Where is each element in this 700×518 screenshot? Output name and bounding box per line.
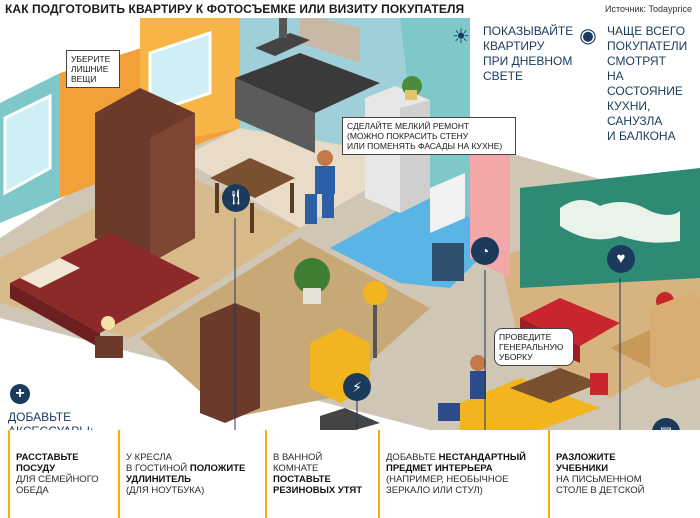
- tip-text: ДОБАВЬТЕ: [386, 452, 436, 463]
- tip-bold: ПРЕДМЕТ ИНТЕРЬЕРА: [386, 463, 493, 474]
- callout-line: УБОРКУ: [499, 352, 533, 362]
- tip-bold: ПОЛОЖИТЕ: [189, 463, 246, 474]
- buyers-tip: ЧАЩЕ ВСЕГО ПОКУПАТЕЛИ СМОТРЯТ НА СОСТОЯН…: [607, 24, 700, 144]
- tip-line: ПОКАЗЫВАЙТЕ: [483, 24, 574, 38]
- bath-cabinet: [432, 243, 464, 281]
- cleaning-person: [470, 355, 486, 371]
- tip-bold: РАЗЛОЖИТЕ: [556, 452, 616, 463]
- tip-bold: ПОСТАВЬТЕ: [273, 474, 331, 485]
- callout-line: УБЕРИТЕ: [71, 54, 111, 64]
- living-shelf: [200, 303, 260, 423]
- tip-line: ПОКУПАТЕЛИ: [607, 39, 688, 53]
- callout-line: (МОЖНО ПОКРАСИТЬ СТЕНУ: [347, 131, 469, 141]
- tip-line: СВЕТЕ: [483, 69, 524, 83]
- tip-unusual-item: ДОБАВЬТЕ НЕСТАНДАРТНЫЙ ПРЕДМЕТ ИНТЕРЬЕРА…: [378, 430, 540, 518]
- tip-dishes: РАССТАВЬТЕ ПОСУДУ ДЛЯ СЕМЕЙНОГО ОБЕДА: [8, 430, 113, 518]
- sun-icon: ☀︎: [452, 26, 470, 48]
- page-title: КАК ПОДГОТОВИТЬ КВАРТИРУ К ФОТОСЪЕМКЕ ИЛ…: [5, 2, 465, 16]
- bottom-tips: РАССТАВЬТЕ ПОСУДУ ДЛЯ СЕМЕЙНОГО ОБЕДА У …: [0, 430, 700, 518]
- callout-line: ЛИШНИЕ: [71, 64, 109, 74]
- tip-line: КВАРТИРУ: [483, 39, 545, 53]
- tip-line: ЧАЩЕ ВСЕГО: [607, 24, 686, 38]
- tip-textbooks: РАЗЛОЖИТЕ УЧЕБНИКИ НА ПИСЬМЕННОМ СТОЛЕ В…: [548, 430, 698, 518]
- tip-text: (НАПРИМЕР, НЕОБЫЧНОЕ: [386, 474, 509, 485]
- tip-text: В ВАННОЙ: [273, 452, 323, 463]
- tip-line: СМОТРЯТ: [607, 54, 666, 68]
- eye-icon: ◉: [579, 25, 597, 47]
- kitchen-counter: [235, 53, 380, 113]
- dining-table: [210, 158, 295, 198]
- plate-fork-icon: 🍴︎: [222, 184, 250, 212]
- remove-items-callout: УБЕРИТЕ ЛИШНИЕ ВЕЩИ: [66, 50, 120, 88]
- tip-bold: УЧЕБНИКИ: [556, 463, 609, 474]
- daylight-tip: ПОКАЗЫВАЙТЕ КВАРТИРУ ПРИ ДНЕВНОМ СВЕТЕ: [483, 24, 573, 84]
- kids-bed: [520, 298, 620, 346]
- worker: [317, 150, 333, 166]
- tip-text: КОМНАТЕ: [273, 463, 319, 474]
- cleaning-callout: ПРОВЕДИТЕ ГЕНЕРАЛЬНУЮ УБОРКУ: [494, 328, 574, 366]
- kitchen-cabinets: [300, 18, 360, 63]
- plus-icon: +: [10, 384, 30, 404]
- tip-line: И БАЛКОНА: [607, 129, 676, 143]
- tip-bold: НЕСТАНДАРТНЫЙ: [438, 452, 526, 463]
- tip-text: ЗЕРКАЛО ИЛИ СТУЛ): [386, 485, 483, 496]
- toilet: [430, 173, 465, 233]
- callout-line: ВЕЩИ: [71, 74, 97, 84]
- heading-line: ДОБАВЬТЕ: [8, 410, 72, 424]
- tip-bold: ПОСУДУ: [16, 463, 56, 474]
- tip-text: ОБЕДА: [16, 485, 49, 496]
- world-map: [560, 199, 680, 243]
- source-note: Источник: Todayprice: [605, 4, 692, 14]
- tip-text: В ГОСТИНОЙ: [126, 463, 188, 474]
- tip-text: НА ПИСЬМЕННОМ: [556, 474, 642, 485]
- tip-line: ПРИ ДНЕВНОМ: [483, 54, 573, 68]
- callout-line: ГЕНЕРАЛЬНУЮ: [499, 342, 564, 352]
- duck-icon: ◔: [471, 237, 499, 265]
- tip-text: СТОЛЕ В ДЕТСКОЙ: [556, 485, 645, 496]
- heart-icon: ♥: [607, 245, 635, 273]
- callout-line: ПРОВЕДИТЕ: [499, 332, 552, 342]
- tip-bold: УДЛИНИТЕЛЬ: [126, 474, 192, 485]
- tip-line: КУХНИ, САНУЗЛА: [607, 99, 663, 128]
- header: КАК ПОДГОТОВИТЬ КВАРТИРУ К ФОТОСЪЕМКЕ ИЛ…: [0, 0, 700, 18]
- callout-line: СДЕЛАЙТЕ МЕЛКИЙ РЕМОНТ: [347, 121, 470, 131]
- tip-ducks: В ВАННОЙ КОМНАТЕ ПОСТАВЬТЕ РЕЗИНОВЫХ УТЯ…: [265, 430, 375, 518]
- plug-icon: ⚡︎: [343, 373, 371, 401]
- callout-line: ИЛИ ПОМЕНЯТЬ ФАСАДЫ НА КУХНЕ): [347, 141, 503, 151]
- tip-text: (ДЛЯ НОУТБУКА): [126, 485, 205, 496]
- tip-extension: У КРЕСЛА В ГОСТИНОЙ ПОЛОЖИТЕ УДЛИНИТЕЛЬ …: [118, 430, 258, 518]
- small-repair-callout: СДЕЛАЙТЕ МЕЛКИЙ РЕМОНТ (МОЖНО ПОКРАСИТЬ …: [342, 117, 516, 155]
- tip-bold: РЕЗИНОВЫХ УТЯТ: [273, 485, 363, 496]
- tip-text: У КРЕСЛА: [126, 452, 172, 463]
- bed: [10, 233, 200, 333]
- sofa: [460, 378, 600, 430]
- tip-text: ДЛЯ СЕМЕЙНОГО: [16, 474, 99, 485]
- tip-bold: РАССТАВЬТЕ: [16, 452, 79, 463]
- tip-line: НА СОСТОЯНИЕ: [607, 69, 683, 98]
